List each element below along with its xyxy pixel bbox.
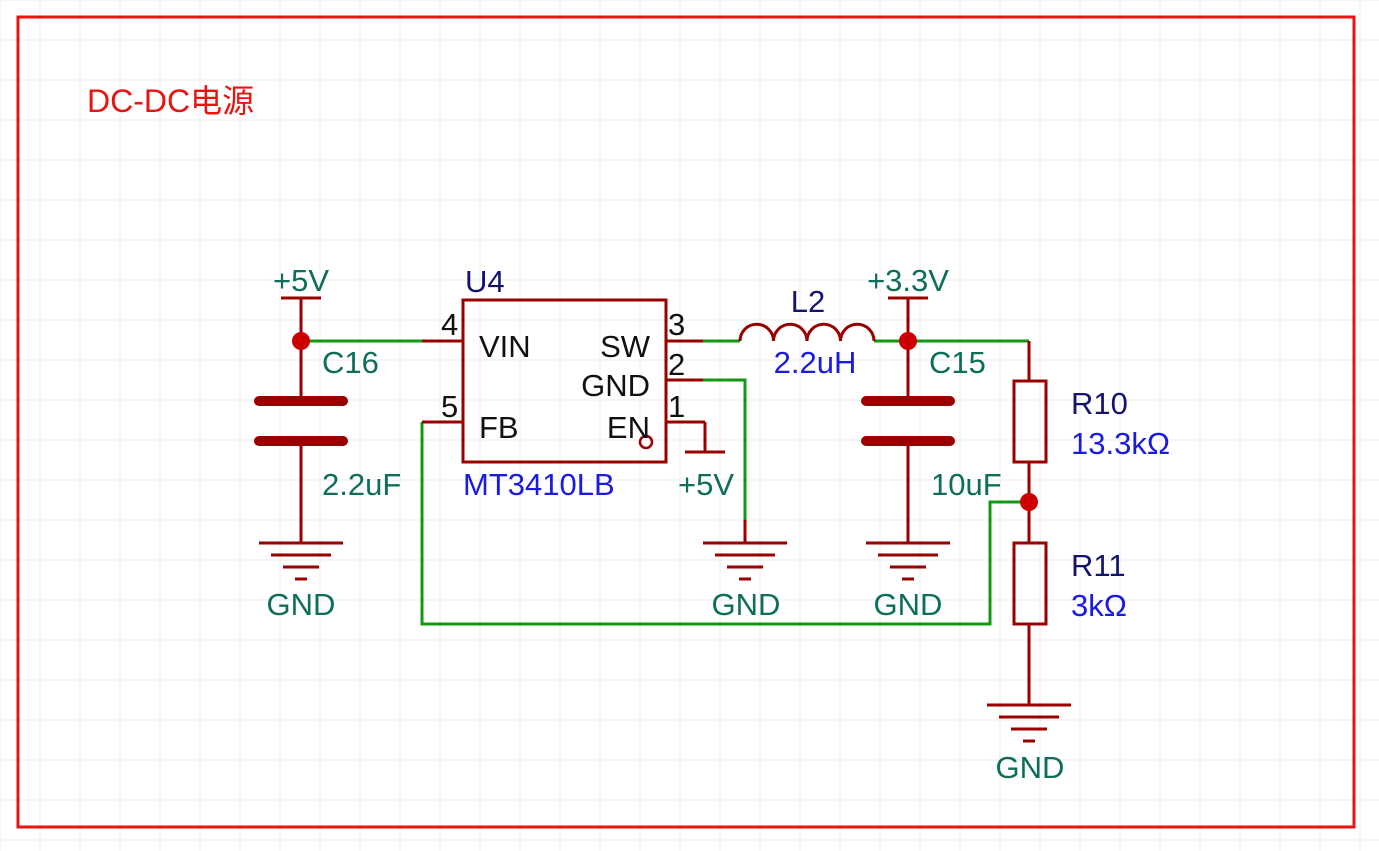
power-flag-vin-label: +5V xyxy=(273,263,329,298)
ground-symbol-c15[interactable]: GND xyxy=(866,541,950,622)
capacitor-c16[interactable]: C16 2.2uF xyxy=(254,341,401,543)
resistor-r11[interactable]: R11 3kΩ xyxy=(1012,541,1127,705)
r11-body xyxy=(1012,541,1048,626)
ic-pin-2-number: 2 xyxy=(668,347,685,382)
l2-value: 2.2uH xyxy=(774,345,857,380)
wire-feedback xyxy=(420,422,1029,626)
ground-label-r11: GND xyxy=(996,750,1065,785)
ic-pin-5-number: 5 xyxy=(441,389,458,424)
junction-feedback xyxy=(1020,493,1038,511)
r11-designator: R11 xyxy=(1071,548,1126,583)
ic-en-bubble xyxy=(638,434,654,450)
sheet-title: DC-DC电源 xyxy=(87,83,254,119)
power-flag-vin[interactable]: +5V xyxy=(273,263,329,341)
inductor-l2[interactable]: L2 2.2uH xyxy=(738,284,876,380)
ic-pin-4-number: 4 xyxy=(441,307,458,342)
r10-body xyxy=(1012,379,1048,464)
power-flag-en[interactable]: +5V xyxy=(678,422,734,502)
ic-pin-2-name: GND xyxy=(581,368,650,403)
resistor-r10[interactable]: R10 13.3kΩ xyxy=(1012,341,1170,543)
c15-value: 10uF xyxy=(931,467,1002,502)
ground-symbol-ic[interactable]: GND xyxy=(703,520,787,622)
c16-value: 2.2uF xyxy=(322,467,401,502)
ic-u4[interactable]: U4 MT3410LB 4 VIN 5 FB 3 SW 2 GND 1 EN xyxy=(422,264,705,502)
inductor-coil xyxy=(738,322,876,342)
ground-symbol-c16[interactable]: GND xyxy=(259,541,343,622)
ground-label-c15: GND xyxy=(874,587,943,622)
junction-vout xyxy=(899,332,917,350)
r11-value: 3kΩ xyxy=(1071,588,1127,623)
ic-pin-5-name: FB xyxy=(479,410,519,445)
ground-label-ic: GND xyxy=(712,587,781,622)
power-flag-en-label: +5V xyxy=(678,467,734,502)
ic-part-number: MT3410LB xyxy=(463,467,615,502)
l2-designator: L2 xyxy=(791,284,825,319)
c16-designator: C16 xyxy=(322,345,379,380)
power-flag-vout-label: +3.3V xyxy=(867,263,949,298)
sheet-frame xyxy=(16,15,1356,829)
ic-pin-4-name: VIN xyxy=(479,329,531,364)
wire-ic-gnd xyxy=(703,378,747,520)
junction-vin xyxy=(292,332,310,350)
power-flag-vout[interactable]: +3.3V xyxy=(867,263,949,341)
ground-label-c16: GND xyxy=(267,587,336,622)
ic-pin-3-name: SW xyxy=(600,329,651,364)
c15-designator: C15 xyxy=(929,345,986,380)
ic-pin-1-name: EN xyxy=(607,410,650,445)
ic-designator: U4 xyxy=(465,264,505,299)
wires xyxy=(301,339,1029,626)
r10-value: 13.3kΩ xyxy=(1071,426,1170,461)
ic-pin-3-number: 3 xyxy=(668,307,685,342)
capacitor-c15[interactable]: C15 10uF xyxy=(861,341,1002,543)
ic-pin-1-number: 1 xyxy=(668,389,685,424)
ground-symbol-r11[interactable]: GND xyxy=(987,703,1071,785)
r10-designator: R10 xyxy=(1071,386,1128,421)
